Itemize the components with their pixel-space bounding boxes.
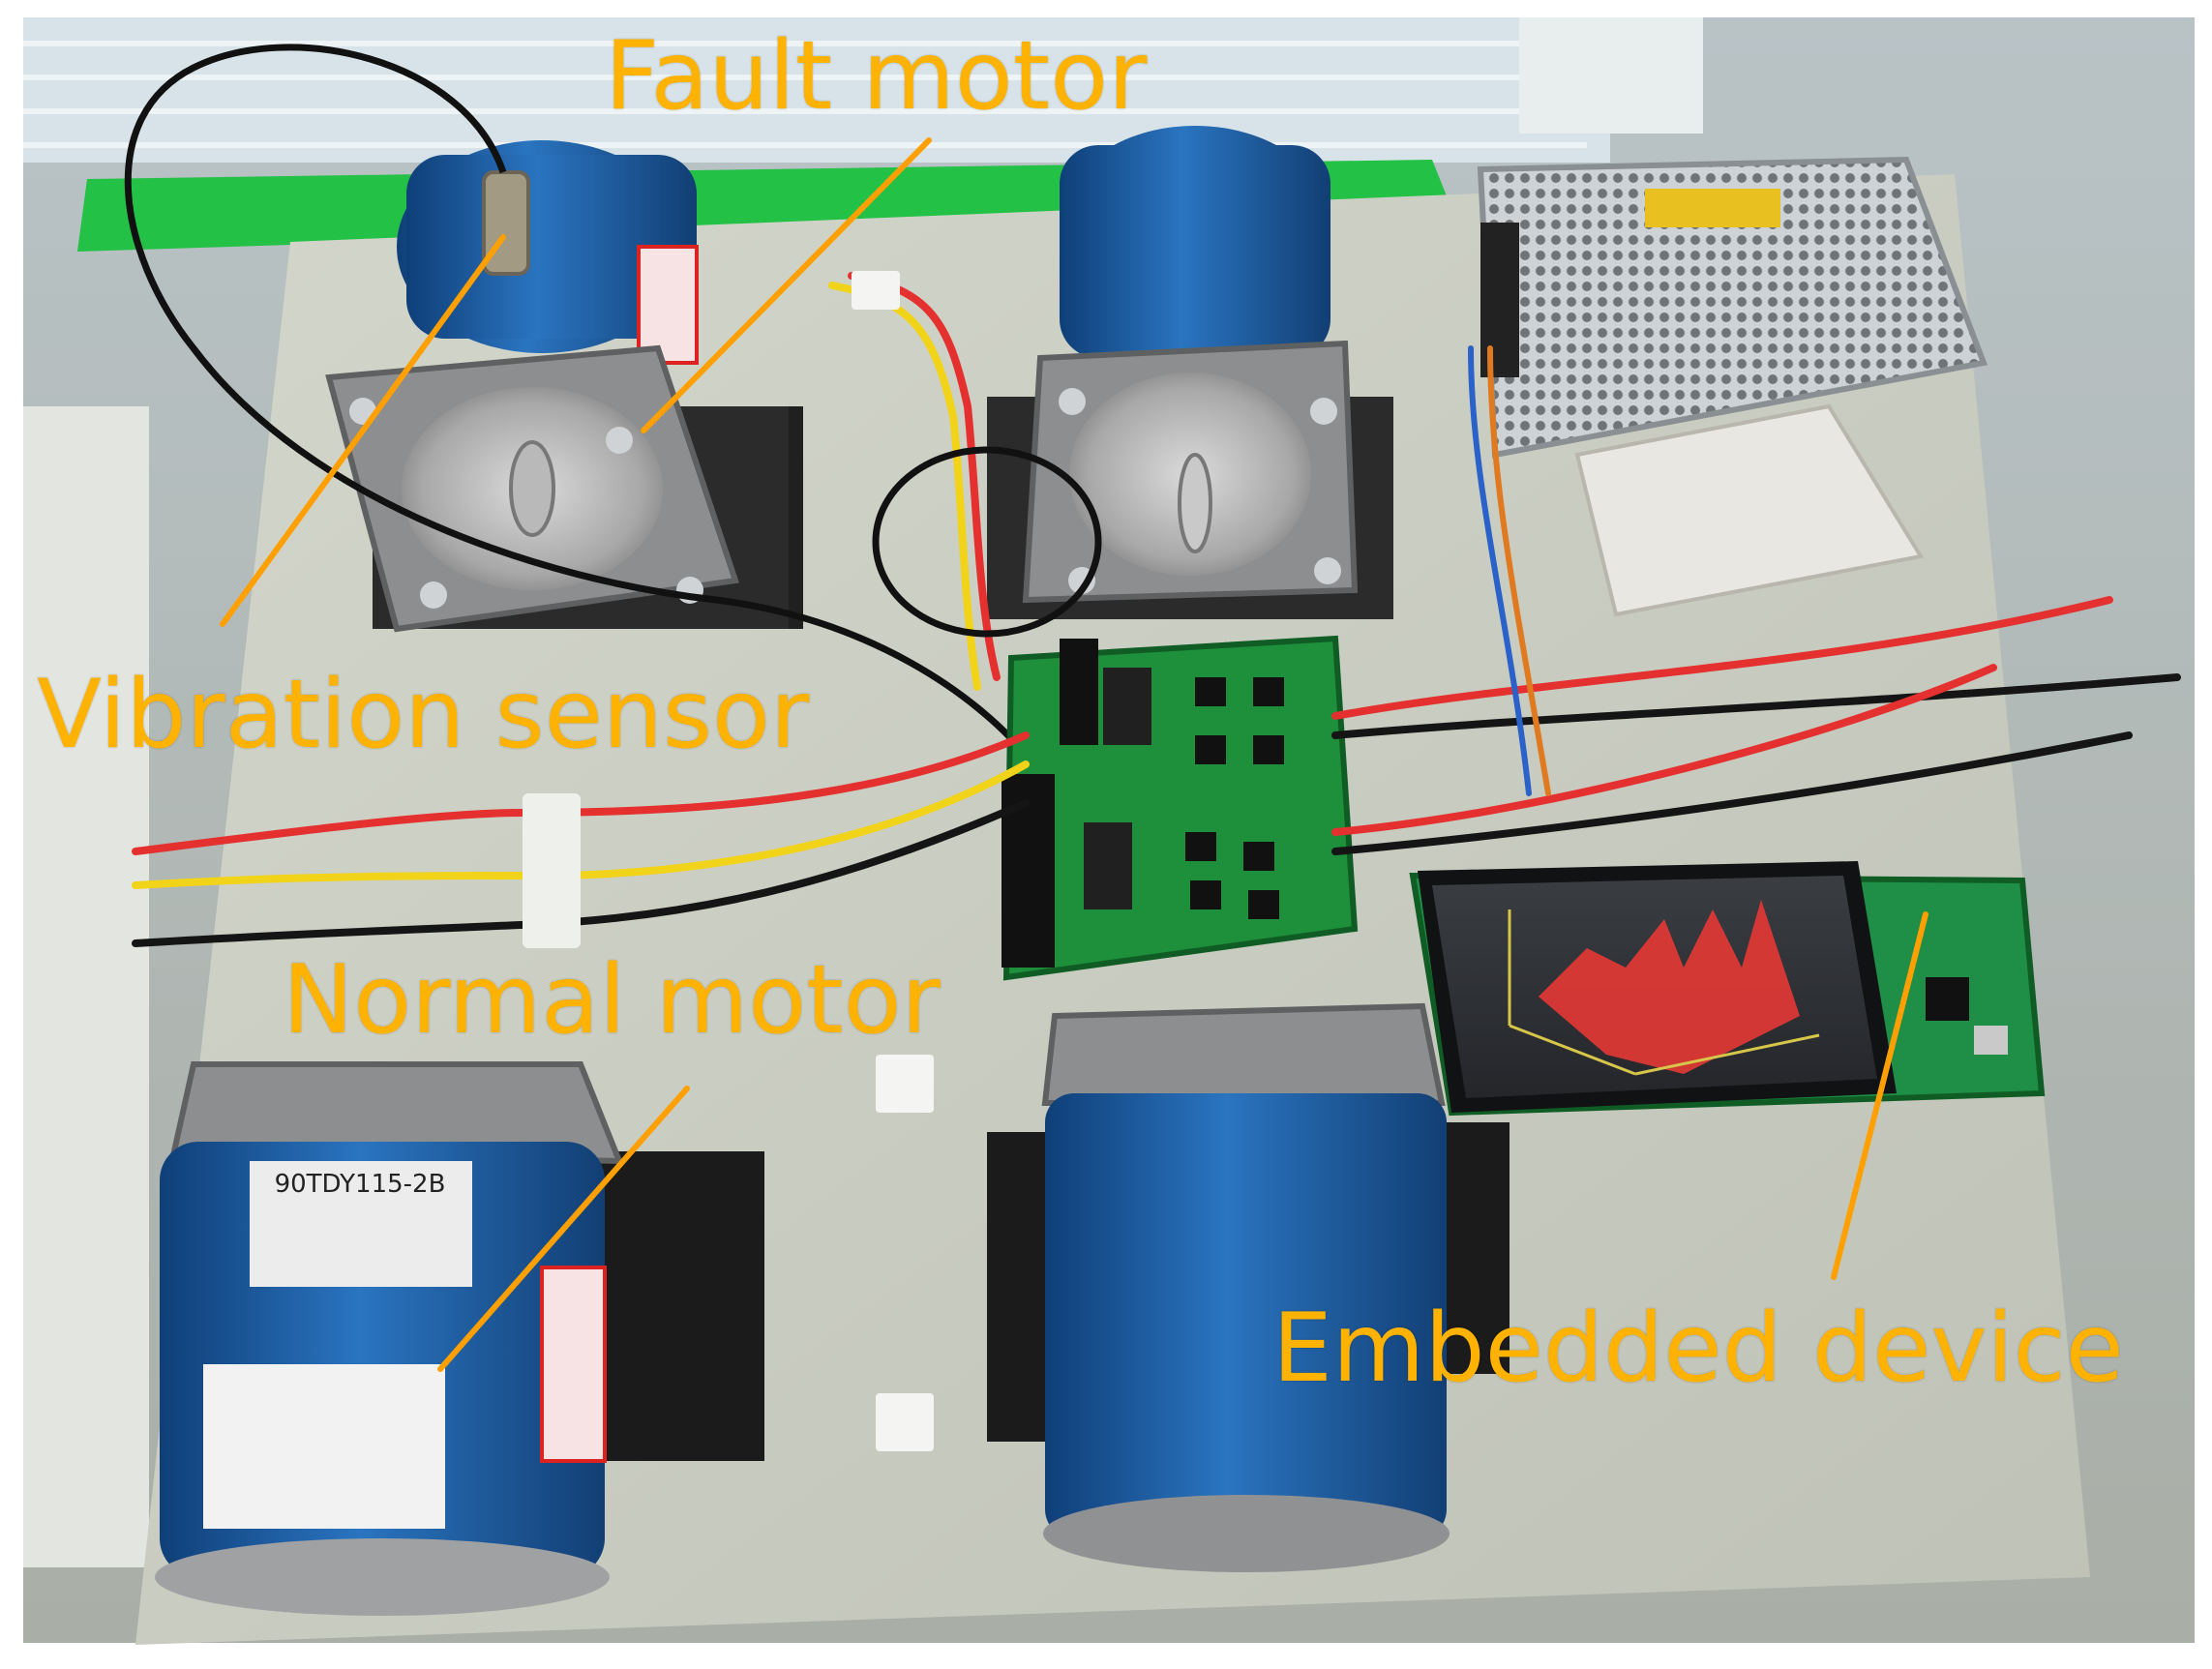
embedded-device-leader-line (1831, 911, 1928, 1280)
ic-chip (1248, 890, 1279, 919)
ic-chip (1190, 880, 1221, 909)
motor-flange (170, 1061, 624, 1165)
ic-chip (1195, 735, 1226, 764)
cable-tie-mount (876, 1055, 934, 1113)
motor-sticker (637, 245, 699, 365)
relay (1084, 822, 1132, 909)
ic-chip (1185, 832, 1216, 861)
nameplate-model: 90TDY115-2B (275, 1170, 446, 1199)
motor-end-cap (155, 1538, 610, 1616)
window-frame (1519, 17, 1703, 134)
fault-motor-leader-line (641, 137, 932, 433)
signal-amplifier-box (1574, 403, 1925, 617)
power-supply (1477, 156, 1988, 459)
callout-leader-lines (220, 137, 1928, 1372)
vibration-sensor-label: Vibration sensor (37, 660, 810, 770)
motor-body-side (1060, 145, 1330, 358)
screw-terminal (1060, 639, 1098, 745)
motor-body (1045, 1093, 1447, 1538)
embedded-device (1409, 861, 2046, 1117)
left-cabinet (23, 406, 149, 1567)
motor-flange (1041, 1002, 1446, 1106)
motor-sticker (540, 1266, 607, 1463)
flange-bolt (420, 581, 447, 609)
normal-motor-label: Normal motor (283, 945, 941, 1056)
sd-card-slot (1974, 1026, 2008, 1055)
motor-end-cap (1043, 1495, 1450, 1572)
motor-top-right (987, 126, 1393, 619)
cable-tie-mount (523, 793, 581, 948)
motor-nameplate (250, 1161, 472, 1287)
ic-chip (1253, 677, 1284, 706)
motor-bottom-right (987, 1002, 1510, 1572)
sensor-cable (124, 44, 1029, 758)
normal-motor-leader-line (437, 1086, 690, 1372)
motor-shaft (1178, 453, 1212, 553)
fault-motor-label: Fault motor (605, 21, 1148, 132)
flange-bolt (1059, 388, 1086, 415)
flange-bolt (1310, 398, 1337, 425)
motor-wiring-diagram-label (203, 1364, 445, 1529)
microcontroller-chip (1926, 977, 1969, 1021)
psu-warning-label (1645, 189, 1780, 227)
ic-chip (1195, 677, 1226, 706)
embedded-device-label: Embedded device (1272, 1294, 2124, 1404)
vibration-sensor-leader-line (220, 234, 506, 627)
window-blinds (23, 41, 1587, 148)
flange-bolt (1314, 557, 1341, 584)
driver-pcb (1001, 635, 1359, 981)
cable-tie-mount (852, 271, 900, 310)
pcb-board (1002, 635, 1359, 981)
normal-motor: 90TDY115-2B (155, 1061, 764, 1616)
flange-bolt (606, 427, 633, 454)
ic-chip (1253, 735, 1284, 764)
motor-body-side (406, 155, 697, 339)
motor-shaft (509, 440, 555, 537)
relay (1103, 668, 1151, 745)
screen-3d-spectrum-plot (1508, 900, 1820, 1076)
ic-chip (1243, 842, 1274, 871)
cable-tie-mount (876, 1393, 934, 1451)
psu-terminal-block (1480, 223, 1519, 377)
